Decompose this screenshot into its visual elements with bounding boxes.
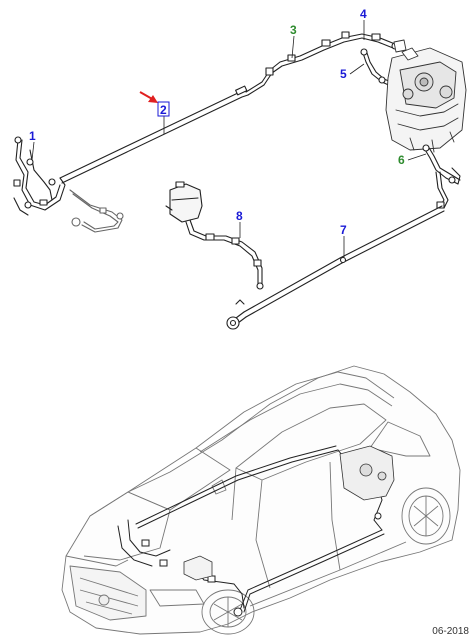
callout-3: 3 [290,23,297,37]
pipe-7 [243,205,445,318]
callout-1: 1 [29,129,36,143]
vehicle-illustration [61,365,461,635]
date-stamp: 06-2018 [432,626,469,637]
callouts: 1 2 3 4 5 6 7 8 [29,7,405,237]
auxiliary-hose [69,189,124,233]
callout-2-box [157,101,170,117]
callout-6: 6 [398,153,405,167]
callout-5: 5 [340,67,347,81]
pipe-3-4 [245,31,399,96]
pipe-8 [185,219,264,290]
callout-2: 2 [160,103,167,117]
callout-8: 8 [236,209,243,223]
highlight-arrow-icon [139,91,158,103]
coolant-reservoir [165,181,203,223]
electric-drive-unit [385,39,467,153]
callout-7: 7 [340,223,347,237]
pipe-6 [422,144,461,209]
pipe-1 [13,136,66,216]
leader-lines [31,20,427,258]
pipe-2 [59,85,249,184]
pipe-7-end-fitting [226,299,247,330]
vehicle-coolant-reservoir [183,555,213,581]
callout-4: 4 [360,7,367,21]
vehicle-drive-unit [339,445,395,501]
